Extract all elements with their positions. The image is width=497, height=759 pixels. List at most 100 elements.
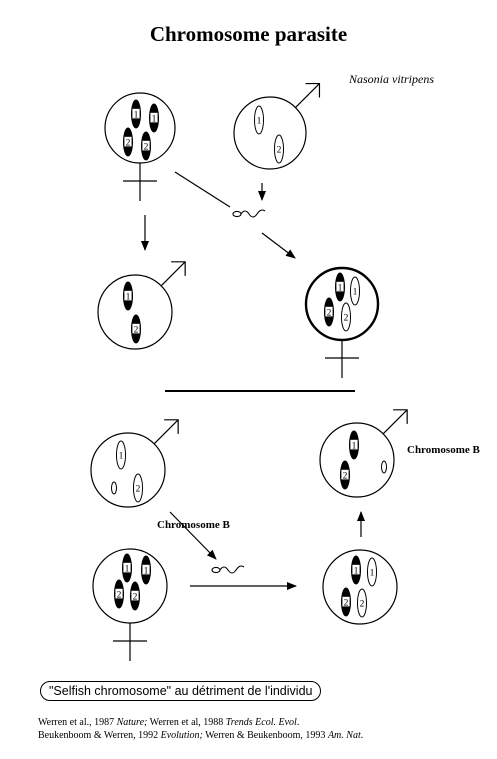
sperm-bottom-icon <box>211 565 245 574</box>
cell-membrane <box>304 266 380 342</box>
male-symbol-arrowhead <box>305 82 321 98</box>
diagram-title: Chromosome parasite <box>149 22 348 46</box>
sperm-head <box>232 210 242 218</box>
references: Werren et al., 1987 Nature; Werren et al… <box>38 716 363 742</box>
chromosome-label-box <box>115 588 123 599</box>
chromosome-label: 1 <box>353 287 358 297</box>
chromosome-label: 2 <box>126 138 131 148</box>
arrow-male-b-to-sperm <box>169 511 217 560</box>
chromosome-label: 2 <box>133 592 138 602</box>
bottom-zygote-cell: 1 1 2 2 <box>322 549 398 625</box>
chromosome-label: 2 <box>327 308 332 318</box>
chromosome-label: 2 <box>344 313 349 323</box>
chromosome-b-label-middle: Chromosome B <box>157 519 230 531</box>
chromosome-label: 1 <box>338 283 343 293</box>
chromosome-label: 2 <box>136 484 141 494</box>
chromosome-label-box <box>342 596 350 607</box>
chromosome-label-box <box>358 597 366 608</box>
male-symbol-arrowhead <box>171 261 186 276</box>
arrow-sperm-to-female-offspring <box>261 232 296 259</box>
reference-segment: Werren et al., 1987 <box>38 717 117 728</box>
chromosome-label: 2 <box>360 599 365 609</box>
chromosome-label-box <box>131 590 139 601</box>
chromosome-label-box <box>255 114 263 125</box>
chromosome-label: 1 <box>257 116 262 126</box>
top-female-parent-cell: 1 1 2 2 <box>104 92 176 201</box>
chromosome-label-box <box>132 108 140 119</box>
top-male-parent-cell: 12 <box>233 82 321 170</box>
sperm-head <box>211 566 221 574</box>
sperm-tail <box>219 565 245 574</box>
male-symbol-shaft <box>160 261 186 287</box>
chromosome-label: 1 <box>370 568 375 578</box>
chromosome-label-box <box>123 562 131 573</box>
male-symbol-shaft <box>382 409 408 435</box>
reference-segment: . <box>296 717 300 728</box>
line-female-to-sperm <box>174 171 231 208</box>
reference-segment: Nature; <box>116 717 148 728</box>
cell-membrane <box>233 96 307 170</box>
chromosome-label-box <box>350 439 358 450</box>
chromosome-label: 2 <box>343 471 348 481</box>
reference-segment: Trends Ecol. Evol <box>225 717 297 728</box>
chromosome-label-box <box>142 140 150 151</box>
reference-segment: Werren & Beukenboom, 1993 <box>202 730 328 741</box>
chromosome-label: 1 <box>354 566 359 576</box>
chromosome-label-box <box>134 482 142 493</box>
chromosome-label-box <box>124 136 132 147</box>
chromosome-label-box <box>336 281 344 292</box>
chromosome-label-box <box>368 566 376 577</box>
reference-segment: Werren et al, 1988 <box>147 717 226 728</box>
chromosome-label: 2 <box>277 145 282 155</box>
cell-membrane <box>319 422 395 498</box>
chromosome-label: 1 <box>134 110 139 120</box>
sperm-top-icon <box>232 209 266 218</box>
chromosome-label-box <box>352 564 360 575</box>
cell-membrane <box>104 92 176 164</box>
b-chromosome <box>381 460 387 474</box>
cell-membrane <box>97 274 173 350</box>
chromosome-label: 2 <box>134 325 139 335</box>
chromosome-label-box <box>275 143 283 154</box>
species-name: Nasonia vitripens <box>349 72 435 86</box>
chromosome-label: 1 <box>119 451 124 461</box>
chromosome-label-box <box>132 323 140 334</box>
selfish-chromosome-caption: "Selfish chromosome" au détriment de l'i… <box>40 681 322 701</box>
chromosome-label: 2 <box>117 590 122 600</box>
reference-segment: . <box>360 730 364 741</box>
chromosome-label: 1 <box>125 564 130 574</box>
chromosome-label-box <box>325 306 333 317</box>
top-male-offspring-cell: 12 <box>97 261 186 350</box>
chromosome-label: 1 <box>152 114 157 124</box>
bottom-male-parent-cell: 12 <box>90 419 179 508</box>
chromosome-label: 1 <box>126 292 131 302</box>
reference-segment: Beukenboom & Werren, 1992 <box>38 730 161 741</box>
chromosome-label: 2 <box>144 142 149 152</box>
bottom-male-result-cell: 12 <box>319 409 408 498</box>
chromosome-label-box <box>150 112 158 123</box>
male-symbol-shaft <box>153 419 179 445</box>
cell-membrane <box>90 432 166 508</box>
chromosome-label-box <box>142 564 150 575</box>
chromosome-label-box <box>341 469 349 480</box>
male-symbol-arrowhead <box>164 419 179 434</box>
b-chromosome <box>111 481 117 495</box>
reference-line-2: Beukenboom & Werren, 1992 Evolution; Wer… <box>38 729 363 742</box>
chromosome-b-label-top: Chromosome B <box>407 444 480 456</box>
reference-line-1: Werren et al., 1987 Nature; Werren et al… <box>38 716 363 729</box>
chromosome-label-box <box>124 290 132 301</box>
chromosome-label-box <box>351 285 359 296</box>
chromosome-label: 1 <box>144 566 149 576</box>
sperm-tail <box>240 209 266 218</box>
chromosome-label: 2 <box>344 598 349 608</box>
male-symbol-arrowhead <box>393 409 408 424</box>
chromosome-label-box <box>342 311 350 322</box>
chromosome-label: 1 <box>352 441 357 451</box>
bottom-female-parent-cell: 1 1 2 2 <box>92 548 168 661</box>
reference-segment: Evolution; <box>160 730 203 741</box>
male-symbol-shaft <box>295 83 320 108</box>
chromosome-label-box <box>117 449 125 460</box>
reference-segment: Am. Nat <box>327 730 361 741</box>
